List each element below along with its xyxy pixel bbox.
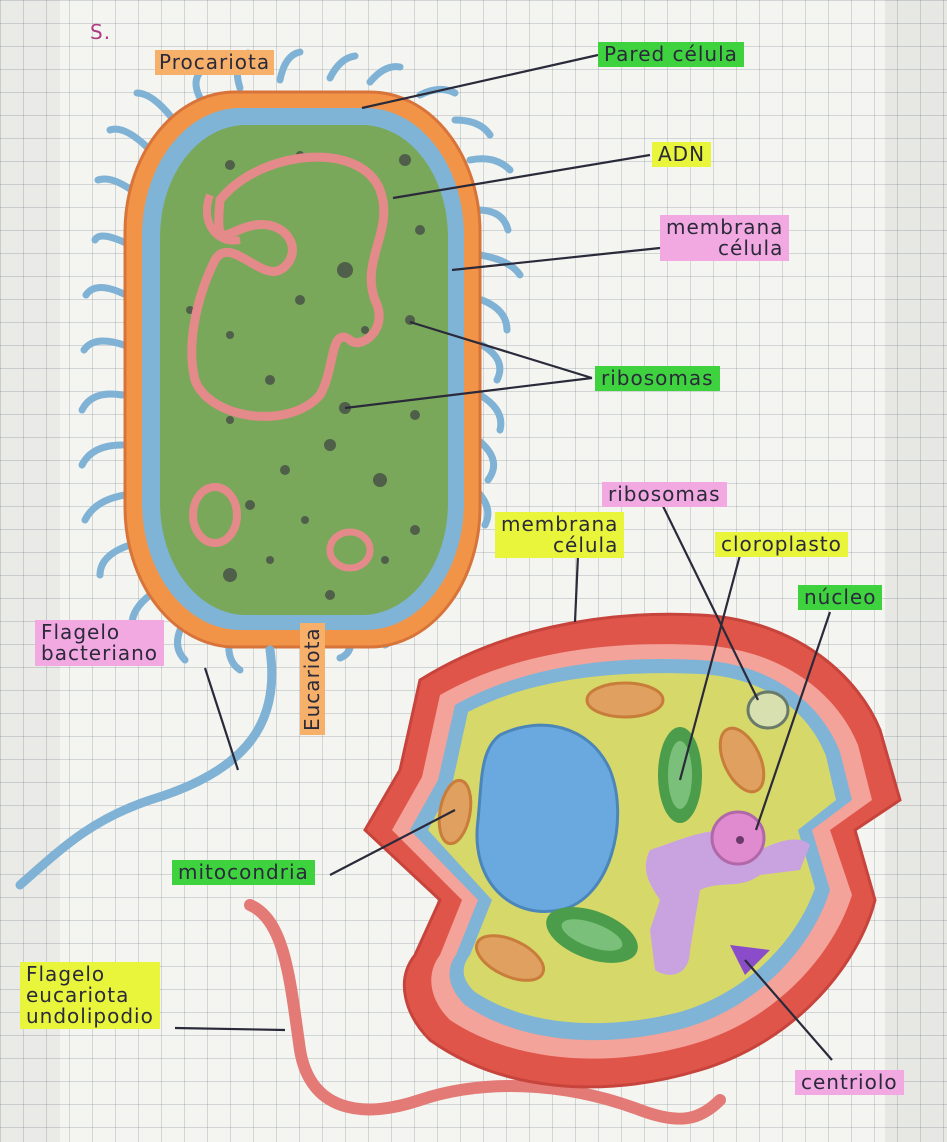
label-eukaryote-membrane: membrana célula — [495, 512, 624, 558]
label-mitochondria: mitocondria — [172, 860, 315, 885]
label-centriole: centriolo — [795, 1070, 904, 1095]
label-prokaryote-ribosomes: ribosomas — [595, 366, 720, 391]
label-cell-wall: Pared célula — [598, 42, 744, 67]
nucleus-body — [477, 725, 618, 911]
label-eukaryote-ribosomes: ribosomas — [602, 482, 727, 507]
label-chloroplast: cloroplasto — [715, 532, 848, 557]
label-nucleus: núcleo — [798, 585, 882, 610]
label-dna: ADN — [652, 142, 711, 167]
label-eukaryotic-flagellum: Flagelo eucariota undolipodio — [20, 962, 160, 1029]
eukaryote-title: Eucariota — [300, 623, 325, 735]
label-bacterial-flagellum: Flagelo bacteriano — [35, 620, 164, 666]
page-mark: S. — [90, 22, 111, 43]
label-prokaryote-membrane: membrana célula — [660, 215, 789, 261]
prokaryote-title: Procariota — [155, 50, 274, 75]
